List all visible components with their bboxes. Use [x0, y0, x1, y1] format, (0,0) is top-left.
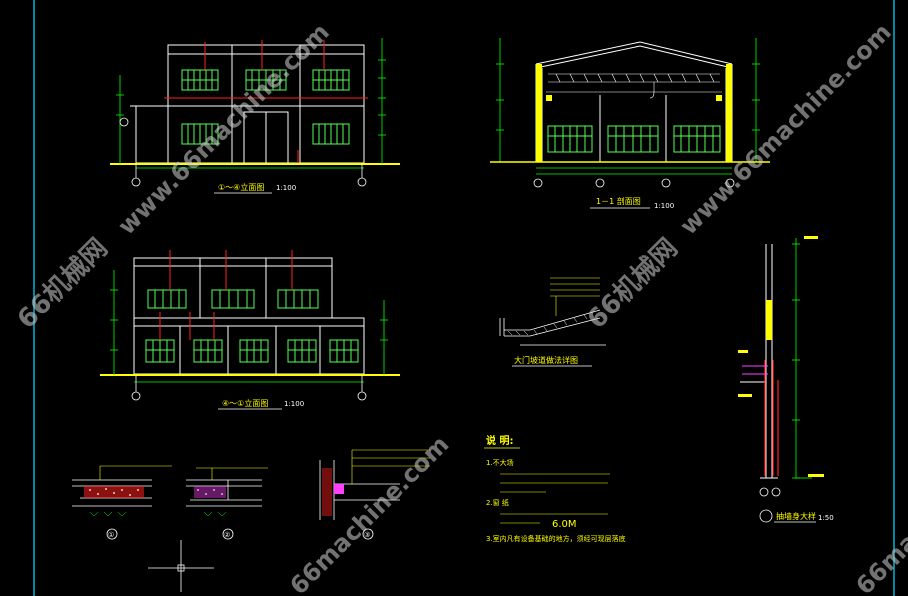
wall-detail-scale: 1:50: [818, 514, 834, 522]
detail-3-label: ③: [364, 531, 370, 539]
section-scale: 1:100: [654, 202, 674, 210]
detail-1: ①: [72, 465, 172, 540]
sheet-frame: [33, 0, 895, 596]
note-item-3: 3.室内凡有设备基础的地方，须经可现层落底: [486, 534, 626, 543]
rear-elevation-title: ④～①立面图: [222, 398, 268, 408]
section-title: 1－1 剖面图: [596, 196, 641, 206]
detail-1-label: ①: [108, 531, 114, 539]
wall-detail-title: 抽墙身大样: [776, 511, 816, 521]
notes-block: 说 明: 1.不大场 2.窗 纸 6.0M 3.室内凡有设备基础的地方，须经可现…: [484, 434, 626, 543]
watermark-left: 66机械网: [12, 233, 114, 335]
detail-2: ②: [186, 467, 268, 540]
watermark-right-url: www.66machine.com: [674, 18, 896, 240]
watermark-left-url: www.66machine.com: [112, 18, 334, 240]
detail-2-label: ②: [224, 531, 230, 539]
note-item-2: 2.窗 纸: [486, 498, 509, 507]
detail-3: ③: [319, 449, 430, 540]
watermark-bottom-right: 66machine.com: [850, 430, 908, 596]
note-item-1: 1.不大场: [486, 458, 514, 467]
watermark-bottom-left: 66machine.com: [284, 430, 454, 596]
rear-elevation: ④～①立面图 1:100: [100, 250, 400, 410]
ucs-crosshair: [148, 540, 214, 592]
front-elevation-scale: 1:100: [276, 184, 296, 192]
gate-ramp-detail: 大门坡道做法详图: [499, 277, 606, 367]
section-1-1: 1－1 剖面图 1:100: [490, 38, 770, 210]
note-value: 6.0M: [552, 519, 577, 530]
wall-section-detail: 抽墙身大样 1:50: [738, 236, 834, 523]
front-elevation-title: ①～④立面图: [218, 182, 264, 192]
watermarks: 66机械网 www.66machine.com 66机械网 www.66mach…: [12, 18, 908, 596]
rear-elevation-scale: 1:100: [284, 400, 304, 408]
front-elevation: ①～④立面图 1:100: [110, 38, 400, 194]
gate-ramp-title: 大门坡道做法详图: [514, 355, 578, 365]
notes-heading: 说 明:: [486, 434, 513, 447]
